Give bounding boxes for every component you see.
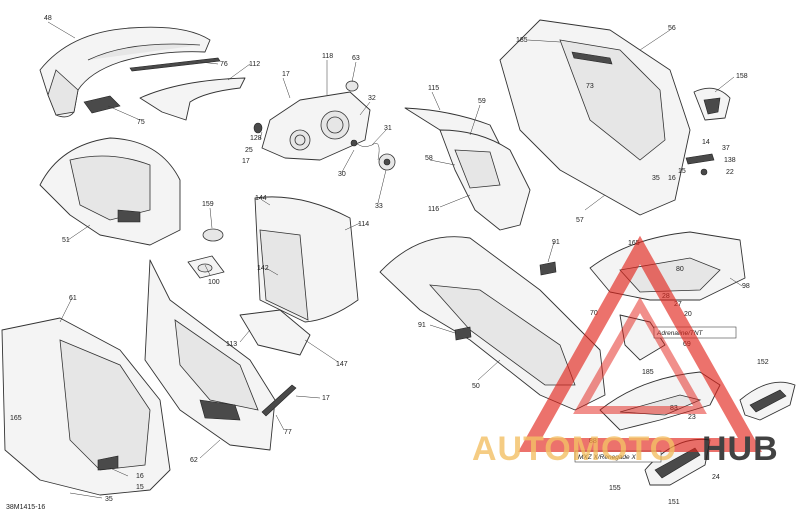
part-152-right-lamp: [739, 381, 796, 421]
callout-label: 50: [472, 383, 480, 390]
part-77-strap: [261, 384, 297, 417]
part-48-hood-panel: [39, 26, 211, 118]
callout-label: 17: [242, 158, 250, 165]
part-118-headlight-assembly: [261, 91, 371, 161]
callout-label: 73: [586, 83, 594, 90]
part-83-lamp-housing: [599, 371, 721, 431]
svg-text:MXZ X/Renegade X: MXZ X/Renegade X: [578, 454, 636, 461]
callout-label: 20: [684, 311, 692, 318]
callout-label: 31: [384, 125, 392, 132]
part-76-trim-strip: [129, 57, 221, 72]
callout-label: 118: [322, 53, 333, 60]
callout-label: 75: [137, 119, 145, 126]
part-159-ring: [202, 228, 224, 242]
callout-label: 151: [668, 499, 680, 506]
callout-label: 57: [576, 217, 584, 224]
callout-label: 76: [220, 61, 228, 68]
part-61-left-side-panel: [1, 317, 171, 496]
callout-label: 22: [726, 169, 734, 176]
callout-label: 56: [668, 25, 676, 32]
part-113-147-lower-deflector: [239, 309, 311, 356]
part-59-58-side-fairing: [439, 129, 531, 231]
part-138-hardware: [685, 153, 715, 176]
part-128-clip: [253, 122, 263, 134]
part-51-nose-cone: [39, 137, 181, 246]
callout-label: 61: [69, 295, 77, 302]
callout-label: 185: [642, 369, 654, 376]
callout-label: 24: [712, 474, 720, 481]
callout-label: 158: [736, 73, 748, 80]
callout-label: 15: [678, 168, 686, 175]
watermark-text-accent: HUB: [702, 430, 779, 468]
callout-label: 16: [668, 175, 676, 182]
callout-label: 35: [105, 496, 113, 503]
callout-label: 77: [284, 429, 292, 436]
callout-label: 80: [676, 266, 684, 273]
callout-label: 15: [136, 484, 144, 491]
part-158-bracket: [693, 87, 731, 121]
callout-label: 30: [338, 171, 346, 178]
part-112-side-panel: [139, 77, 246, 121]
callout-label: 113: [226, 341, 237, 348]
callout-label: 14: [702, 139, 710, 146]
callout-label: 70: [590, 310, 598, 317]
part-144-114-windshield: [254, 196, 359, 323]
callout-label: 185: [516, 37, 528, 44]
callout-label: 138: [724, 157, 736, 164]
callout-label: 112: [249, 61, 260, 68]
callout-label: 35: [652, 175, 660, 182]
callout-label: 147: [336, 361, 348, 368]
callout-label: 25: [245, 147, 253, 154]
callout-label: 16: [136, 473, 144, 480]
callout-label: 155: [609, 485, 621, 492]
callout-label: 116: [428, 206, 439, 213]
callout-label: 115: [428, 85, 439, 92]
callout-label: 152: [757, 359, 769, 366]
callout-label: 144: [255, 195, 267, 202]
callout-label: 23: [688, 414, 696, 421]
part-91-connector: [454, 261, 557, 341]
part-56-right-side-panel: [499, 19, 691, 216]
callout-label: 37: [722, 145, 730, 152]
callout-label: 114: [358, 221, 369, 228]
callout-label: 100: [208, 279, 220, 286]
callout-label: 165: [628, 240, 640, 247]
callout-label: 63: [352, 55, 360, 62]
callout-label: 142: [257, 265, 269, 272]
part-62-lower-side-panel: [144, 259, 276, 451]
watermark-text-dark: AUTOMOTO: [472, 430, 677, 468]
callout-label: 48: [44, 15, 52, 22]
callout-label: 165: [10, 415, 22, 422]
part-31-harness: [350, 139, 380, 161]
callout-label: 51: [62, 237, 70, 244]
callout-label: 98: [742, 283, 750, 290]
diagram-code: 38M1415-16: [6, 504, 45, 511]
callout-label: 128: [250, 135, 262, 142]
watermark-triangle-icon: [518, 235, 762, 452]
callout-label: 62: [190, 457, 198, 464]
part-75-vent-grille: [83, 95, 121, 114]
callout-label: 91: [418, 322, 426, 329]
callout-label: 33: [375, 203, 383, 210]
leader-lines: [47, 21, 743, 499]
callout-label: 17: [322, 395, 330, 402]
callout-label: 59: [478, 98, 486, 105]
callout-label: 17: [282, 71, 290, 78]
callout-label: 91: [552, 239, 560, 246]
callout-label: 58: [425, 155, 433, 162]
callout-label: 32: [368, 95, 376, 102]
callout-label: 159: [202, 201, 214, 208]
part-63-bulb-cap: [345, 80, 359, 92]
part-50-center-rail: [379, 236, 606, 411]
part-33-light-bulb: [378, 153, 396, 171]
watermark-logo: AUTOMOTO HUB: [472, 235, 779, 468]
